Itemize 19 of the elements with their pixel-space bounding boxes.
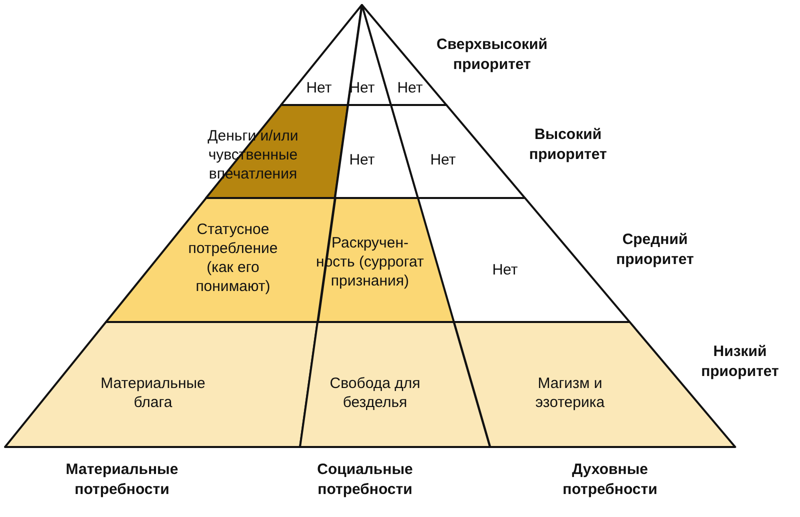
cell-label: Нет xyxy=(429,150,457,170)
cell-label: Нет xyxy=(396,78,424,98)
cell-label: Нет xyxy=(491,260,519,280)
cell-label: Статусное потребление (как его понимают) xyxy=(187,220,279,296)
pyramid-cell xyxy=(5,322,318,447)
cell-label: Нет xyxy=(305,78,333,98)
cell-label: Материальные блага xyxy=(100,374,206,412)
priority-label: Низкий приоритет xyxy=(700,342,780,382)
priority-label: Сверхвысокий приоритет xyxy=(436,35,548,75)
category-label: Материальные потребности xyxy=(64,460,180,500)
pyramid-cell xyxy=(300,322,490,447)
priority-label: Высокий приоритет xyxy=(528,125,608,165)
category-label: Социальные потребности xyxy=(316,460,414,500)
pyramid-cell xyxy=(334,105,418,198)
cell-label: Нет xyxy=(348,150,376,170)
priority-label: Средний приоритет xyxy=(615,230,695,270)
category-label: Духовные потребности xyxy=(562,460,658,500)
cell-label: Магизм и эзотерика xyxy=(534,374,606,412)
cell-label: Свобода для безделья xyxy=(328,374,422,412)
